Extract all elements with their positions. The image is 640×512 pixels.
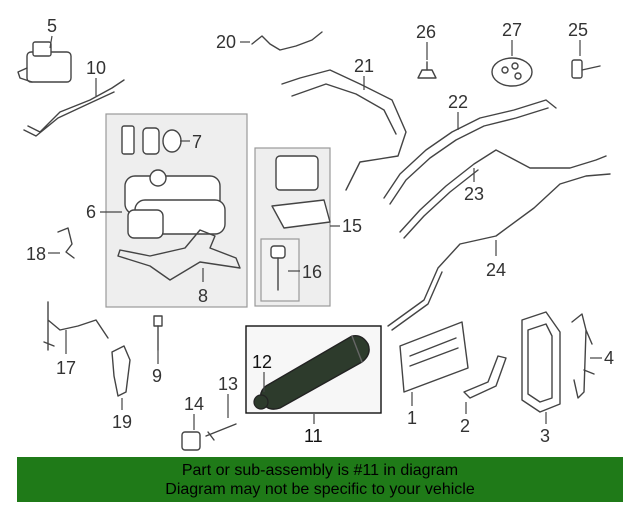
part-1-module[interactable] xyxy=(399,321,469,393)
callout-24: 24 xyxy=(486,260,506,280)
callout-8: 8 xyxy=(198,286,208,306)
callout-22: 22 xyxy=(448,92,468,112)
info-banner: Part or sub-assembly is #11 in diagram D… xyxy=(17,457,623,502)
callout-16: 16 xyxy=(302,262,322,282)
callout-20: 20 xyxy=(216,32,236,52)
part-8-bracket[interactable] xyxy=(117,229,241,281)
part-2-bracket[interactable] xyxy=(463,355,507,399)
part-20-line[interactable] xyxy=(251,31,323,51)
banner-line-1: Part or sub-assembly is #11 in diagram xyxy=(181,462,459,479)
part-7-fittings[interactable] xyxy=(121,125,182,155)
callout-25: 25 xyxy=(568,20,588,40)
callout-17: 17 xyxy=(56,358,76,378)
callout-12: 12 xyxy=(252,352,272,372)
callout-19: 19 xyxy=(112,412,132,432)
callout-15: 15 xyxy=(342,216,362,236)
part-4-bracket[interactable] xyxy=(571,313,595,399)
callout-5: 5 xyxy=(47,16,57,36)
part-10-rod[interactable] xyxy=(23,79,125,137)
banner-line-2: Diagram may not be specific to your vehi… xyxy=(165,481,475,498)
part-15-valve-block[interactable] xyxy=(271,155,331,229)
callout-13: 13 xyxy=(218,374,238,394)
callout-1: 1 xyxy=(407,408,417,428)
callout-4: 4 xyxy=(604,348,614,368)
part-23-pipe[interactable] xyxy=(399,149,607,239)
part-14-fitting[interactable] xyxy=(181,431,201,451)
part-17-harness[interactable] xyxy=(43,301,109,351)
callout-3: 3 xyxy=(540,426,550,446)
part-3-module[interactable] xyxy=(521,311,561,413)
part-26-grommet[interactable] xyxy=(417,61,437,79)
part-18-clip[interactable] xyxy=(57,227,75,259)
callout-14: 14 xyxy=(184,394,204,414)
callout-27: 27 xyxy=(502,20,522,40)
part-27-boot[interactable] xyxy=(491,57,533,87)
part-22-pipe[interactable] xyxy=(383,99,557,205)
callout-26: 26 xyxy=(416,22,436,42)
part-25-plug[interactable] xyxy=(571,59,601,79)
callout-7: 7 xyxy=(192,132,202,152)
callout-9: 9 xyxy=(152,366,162,386)
callout-6: 6 xyxy=(86,202,96,222)
callout-23: 23 xyxy=(464,184,484,204)
part-21-pipe[interactable] xyxy=(281,69,407,191)
part-24-pipe[interactable] xyxy=(387,173,611,331)
part-6-compressor[interactable] xyxy=(124,169,226,239)
part-5-sensor[interactable] xyxy=(17,41,72,83)
callout-2: 2 xyxy=(460,416,470,436)
part-13-connector[interactable] xyxy=(205,423,237,441)
callout-11: 11 xyxy=(304,426,323,446)
part-9-bolt[interactable] xyxy=(153,315,163,351)
callout-10: 10 xyxy=(86,58,106,78)
callout-18: 18 xyxy=(26,244,46,264)
part-19-bracket[interactable] xyxy=(111,345,131,397)
part-12-cap[interactable] xyxy=(253,394,269,410)
part-16-valve-bolt[interactable] xyxy=(270,245,286,291)
callout-21: 21 xyxy=(354,56,374,76)
